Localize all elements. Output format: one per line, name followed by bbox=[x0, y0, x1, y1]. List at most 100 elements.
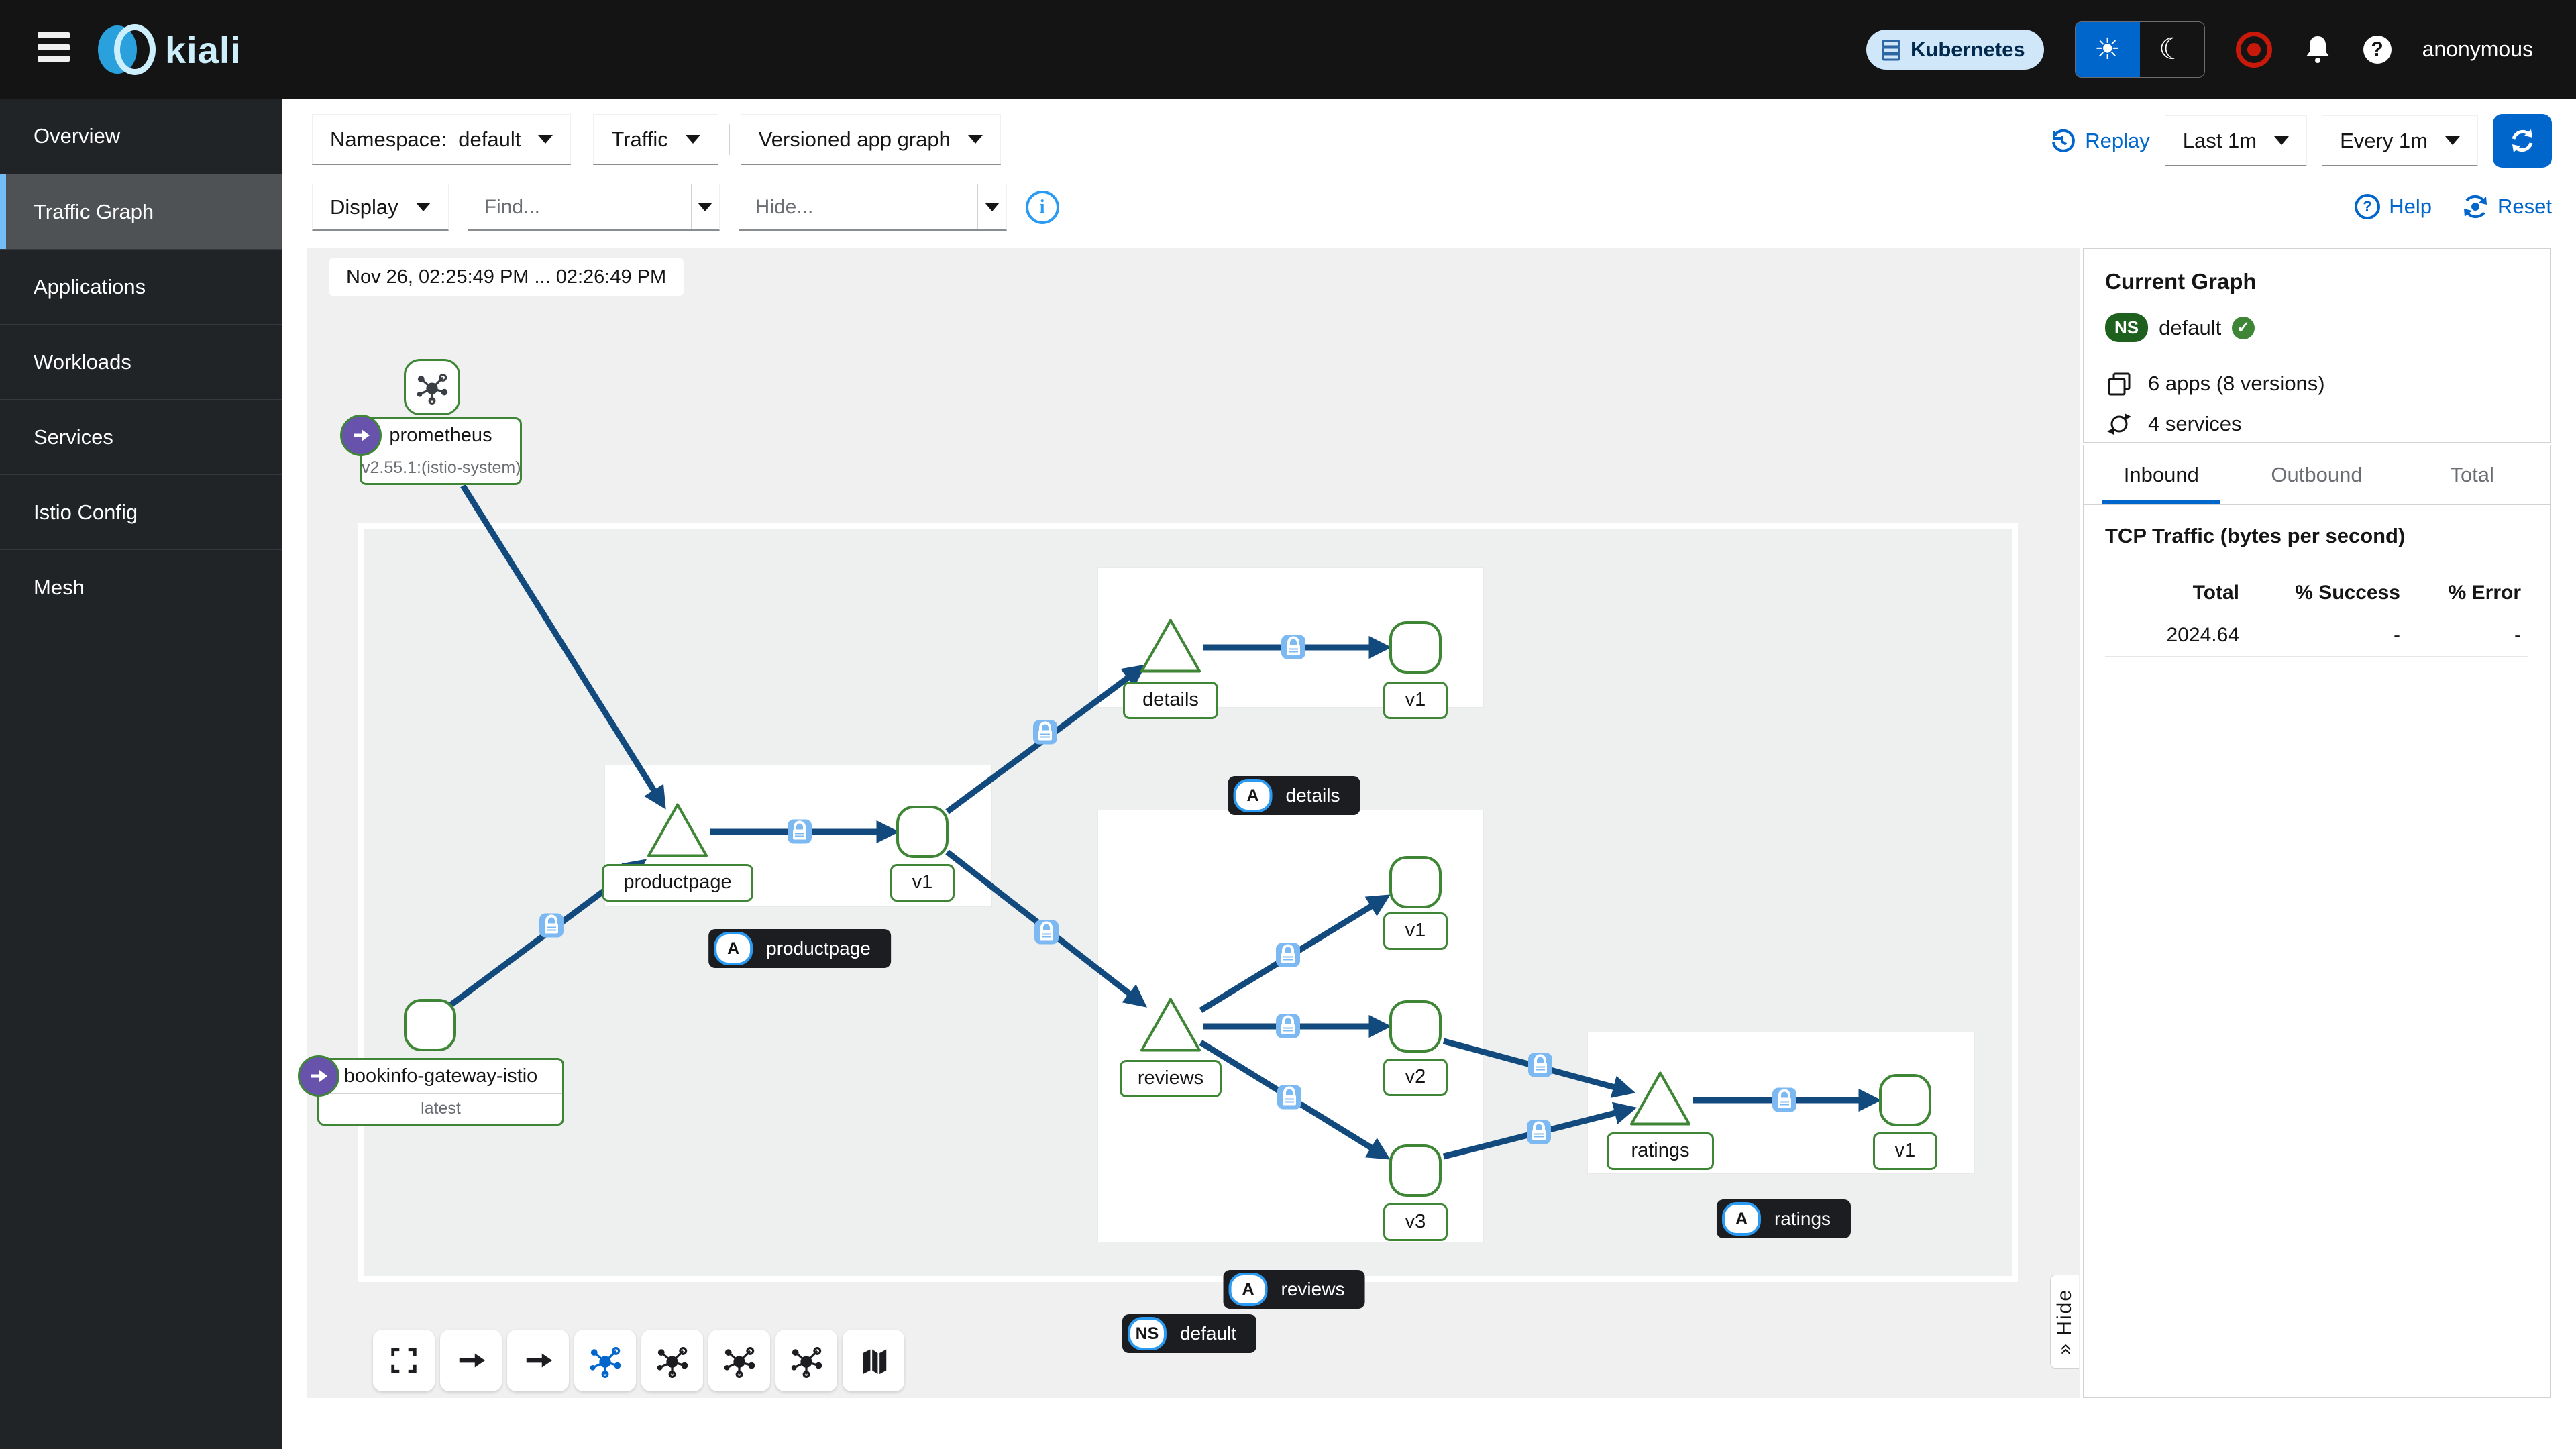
kubernetes-cluster-badge[interactable]: Kubernetes bbox=[1866, 29, 2044, 70]
theme-toggle[interactable]: ☀ ☾ bbox=[2074, 21, 2205, 78]
refresh-interval-dropdown[interactable]: Every 1m bbox=[2322, 115, 2478, 166]
graph-control-map[interactable] bbox=[843, 1330, 904, 1391]
sidebar-item-label: Traffic Graph bbox=[34, 199, 154, 223]
graph-control-arrow[interactable] bbox=[507, 1330, 569, 1391]
tab-outbound[interactable]: Outbound bbox=[2271, 463, 2363, 486]
help-circle-icon: ? bbox=[2355, 194, 2381, 219]
node-label-details[interactable]: details bbox=[1123, 682, 1218, 719]
graph-node-ratings[interactable] bbox=[1627, 1069, 1694, 1132]
chevron-down-icon bbox=[698, 203, 713, 211]
node-label-v1[interactable]: v1 bbox=[1383, 682, 1448, 719]
node-label-productpage[interactable]: productpage bbox=[602, 864, 753, 902]
light-theme-icon[interactable]: ☀ bbox=[2075, 21, 2140, 77]
node-label-ratings[interactable]: ratings bbox=[1607, 1132, 1714, 1170]
graph-type-dropdown[interactable]: Versioned app graph bbox=[740, 114, 1001, 165]
refresh-sync-icon bbox=[2512, 129, 2533, 152]
graph-node-productpage[interactable] bbox=[644, 800, 711, 864]
display-dropdown[interactable]: Display bbox=[312, 184, 449, 231]
cluster-icon bbox=[1882, 40, 1900, 60]
graph-node-ratings-v1[interactable] bbox=[1879, 1074, 1931, 1126]
graph-node-productpage-v1[interactable] bbox=[896, 806, 949, 858]
graph-control-mesh[interactable] bbox=[641, 1330, 703, 1391]
tab-total[interactable]: Total bbox=[2450, 463, 2494, 486]
tcp-table-row: 2024.64-- bbox=[2105, 614, 2528, 657]
chevron-down-icon bbox=[2274, 136, 2290, 145]
refresh-button[interactable] bbox=[2493, 114, 2552, 168]
graph-info-icon[interactable]: i bbox=[1025, 191, 1059, 224]
graph-controls-toolbar bbox=[373, 1330, 904, 1391]
graph-node-bookinfo-gateway-istio[interactable] bbox=[404, 999, 456, 1051]
chevron-down-icon bbox=[984, 203, 1000, 211]
node-version-label: v2.55.1:(istio-system) bbox=[362, 453, 521, 483]
graph-control-mesh[interactable] bbox=[708, 1330, 770, 1391]
traffic-panel-card: Inbound Outbound Total TCP Traffic (bytes … bbox=[2083, 445, 2551, 1398]
graph-control-expand[interactable] bbox=[373, 1330, 435, 1391]
graph-node-details-v1[interactable] bbox=[1389, 621, 1442, 674]
sidebar-item-istio-config[interactable]: Istio Config bbox=[0, 474, 282, 549]
hide-options-button[interactable] bbox=[977, 184, 1006, 229]
graph-node-prometheus[interactable] bbox=[404, 359, 460, 415]
kiali-logo: kiali bbox=[98, 24, 241, 75]
hamburger-menu-icon[interactable] bbox=[38, 32, 70, 62]
node-label-reviews[interactable]: reviews bbox=[1120, 1060, 1222, 1097]
services-icon bbox=[2105, 411, 2133, 437]
node-version-label: latest bbox=[319, 1093, 562, 1124]
graph-node-reviews-v2[interactable] bbox=[1389, 1000, 1442, 1053]
replay-button[interactable]: Replay bbox=[2047, 126, 2150, 156]
node-label-v1[interactable]: v1 bbox=[1873, 1132, 1937, 1170]
duration-dropdown[interactable]: Last 1m bbox=[2164, 115, 2308, 166]
graph-node-reviews-v1[interactable] bbox=[1389, 856, 1442, 908]
hide-panel-button[interactable]: » Hide bbox=[2050, 1275, 2079, 1368]
mtls-lock-icon bbox=[1280, 631, 1307, 664]
graph-node-reviews[interactable] bbox=[1137, 995, 1204, 1059]
graph-control-mesh-active[interactable] bbox=[574, 1330, 636, 1391]
namespace-dropdown[interactable]: Namespace: default bbox=[312, 114, 572, 165]
chevron-down-icon bbox=[538, 135, 553, 144]
sidebar-item-services[interactable]: Services bbox=[0, 399, 282, 474]
sidebar-item-traffic-graph[interactable]: Traffic Graph bbox=[0, 174, 282, 249]
node-label-v2[interactable]: v2 bbox=[1383, 1059, 1448, 1096]
sidebar-item-label: Mesh bbox=[34, 575, 85, 599]
summary-panel-card: Current Graph NS default ✓ 6 apps (8 ver… bbox=[2083, 248, 2551, 478]
chevron-down-icon bbox=[685, 135, 700, 144]
graph-node-details[interactable] bbox=[1137, 616, 1204, 680]
tcp-traffic-title: TCP Traffic (bytes per second) bbox=[2105, 524, 2406, 547]
node-label-v1[interactable]: v1 bbox=[1383, 912, 1448, 950]
reset-button[interactable]: Reset bbox=[2461, 193, 2552, 221]
help-question-icon[interactable]: ? bbox=[2363, 35, 2392, 64]
app-badge-icon: A bbox=[1721, 1202, 1761, 1236]
traffic-dropdown[interactable]: Traffic bbox=[593, 114, 718, 165]
node-label-v3[interactable]: v3 bbox=[1383, 1203, 1448, 1241]
istio-status-icon[interactable] bbox=[2235, 31, 2272, 68]
sidebar-item-workloads[interactable]: Workloads bbox=[0, 324, 282, 399]
tab-inbound[interactable]: Inbound bbox=[2084, 445, 2239, 504]
mtls-lock-icon bbox=[1033, 916, 1060, 949]
node-label-v1[interactable]: v1 bbox=[890, 864, 955, 902]
mtls-lock-icon bbox=[1771, 1084, 1798, 1117]
notifications-bell-icon[interactable] bbox=[2303, 34, 2332, 66]
namespace-name[interactable]: default bbox=[2159, 315, 2222, 339]
hide-input[interactable] bbox=[739, 195, 977, 219]
sidebar-item-mesh[interactable]: Mesh bbox=[0, 549, 282, 625]
help-button[interactable]: ? Help bbox=[2354, 193, 2432, 220]
traffic-root-icon bbox=[340, 415, 382, 456]
sidebar-item-overview[interactable]: Overview bbox=[0, 99, 282, 174]
dark-theme-icon[interactable]: ☾ bbox=[2139, 21, 2204, 77]
mtls-lock-icon bbox=[1275, 1010, 1301, 1043]
graph-node-reviews-v3[interactable] bbox=[1389, 1144, 1442, 1197]
sidebar-item-applications[interactable]: Applications bbox=[0, 249, 282, 324]
time-range-chip: Nov 26, 02:25:49 PM ... 02:26:49 PM bbox=[329, 258, 684, 296]
apps-icon bbox=[2105, 370, 2133, 397]
graph-control-arrow[interactable] bbox=[440, 1330, 502, 1391]
find-input[interactable] bbox=[468, 195, 691, 219]
find-options-button[interactable] bbox=[690, 184, 719, 229]
graph-control-mesh[interactable] bbox=[775, 1330, 837, 1391]
